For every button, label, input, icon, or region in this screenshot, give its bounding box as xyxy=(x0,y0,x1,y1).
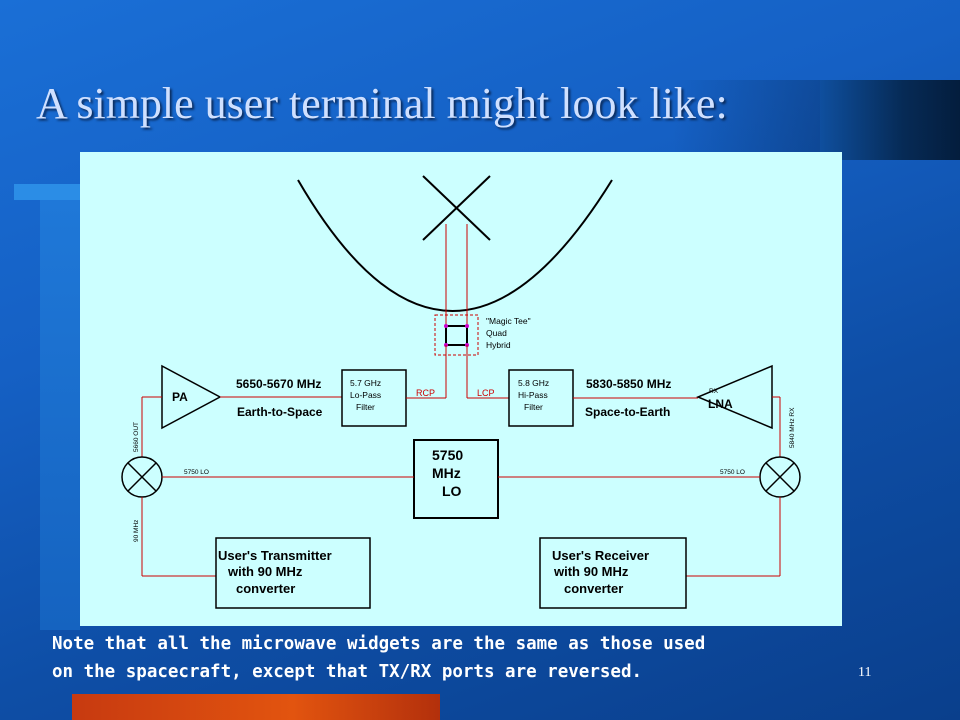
terminal-diagram: "Magic Tee" Quad Hybrid PA 5650-5670 MHz… xyxy=(80,152,842,626)
rx-band-label: 5830-5850 MHz xyxy=(586,377,671,391)
feed-cross-b xyxy=(422,175,491,241)
lo-right-label: 5750 LO xyxy=(720,469,745,476)
title-band xyxy=(0,80,960,160)
slide-note: Note that all the microwave widgets are … xyxy=(52,630,912,686)
rx-direction-label: Space-to-Earth xyxy=(585,405,670,419)
transmitter-label-2: with 90 MHz xyxy=(227,564,303,579)
accent-column xyxy=(40,200,80,630)
transmitter-label-3: converter xyxy=(236,581,295,596)
page-number: 11 xyxy=(858,665,872,680)
lowpass-label-3: Filter xyxy=(356,402,375,412)
tx-band-label: 5650-5670 MHz xyxy=(236,377,321,391)
receiver-label-2: with 90 MHz xyxy=(553,564,629,579)
magic-tee-label-3: Hybrid xyxy=(486,340,511,350)
lo-left-label: 5750 LO xyxy=(184,469,209,476)
bottom-accent-bar xyxy=(72,694,440,720)
slide-title: A simple user terminal might look like: xyxy=(36,79,728,128)
magic-tee-hybrid xyxy=(445,325,468,346)
receiver-label-1: User's Receiver xyxy=(552,548,649,563)
magic-tee-label-1: "Magic Tee" xyxy=(486,316,531,326)
tee-port-1 xyxy=(444,324,448,328)
dish-reflector xyxy=(297,179,613,312)
hipass-label-3: Filter xyxy=(524,402,543,412)
note-line-1: Note that all the microwave widgets are … xyxy=(52,634,706,654)
transmitter-box xyxy=(215,537,371,609)
magic-tee-label-2: Quad xyxy=(486,328,507,338)
diagram-svg: "Magic Tee" Quad Hybrid PA 5650-5670 MHz… xyxy=(121,175,801,609)
hipass-label-2: Hi-Pass xyxy=(518,390,548,400)
transmitter-label-1: User's Transmitter xyxy=(218,548,332,563)
lowpass-label-1: 5.7 GHz xyxy=(350,378,381,388)
lna-label: LNA xyxy=(708,397,733,411)
lcp-label: LCP xyxy=(477,388,495,398)
lowpass-label-2: Lo-Pass xyxy=(350,390,381,400)
magic-tee-outline xyxy=(434,314,479,356)
tx-mixer-x-b xyxy=(127,462,157,492)
lo-box-label-1: 5750 xyxy=(432,447,463,463)
lo-box-label-2: MHz xyxy=(432,465,461,481)
rx-rf-label: 5840 MHz RX xyxy=(789,407,796,448)
lo-box xyxy=(413,439,499,519)
pa-amplifier xyxy=(161,364,222,430)
note-line-2: on the spacecraft, except that TX/RX por… xyxy=(52,662,643,682)
tee-port-2 xyxy=(465,324,469,328)
pa-label: PA xyxy=(172,390,188,404)
lo-box-label-3: LO xyxy=(442,483,462,499)
rcp-label: RCP xyxy=(416,388,435,398)
title-band-shadow xyxy=(820,80,960,160)
tx-if-label: 90 MHz xyxy=(133,520,140,542)
tx-direction-label: Earth-to-Space xyxy=(237,405,323,419)
receiver-box xyxy=(539,537,687,609)
tx-out-label: 5660 OUT xyxy=(133,422,140,452)
receiver-label-3: converter xyxy=(564,581,623,596)
hipass-label-1: 5.8 GHz xyxy=(518,378,549,388)
accent-bar xyxy=(14,184,80,200)
rx-mixer-x-b xyxy=(765,462,795,492)
lna-rx-label: RX xyxy=(709,388,719,395)
